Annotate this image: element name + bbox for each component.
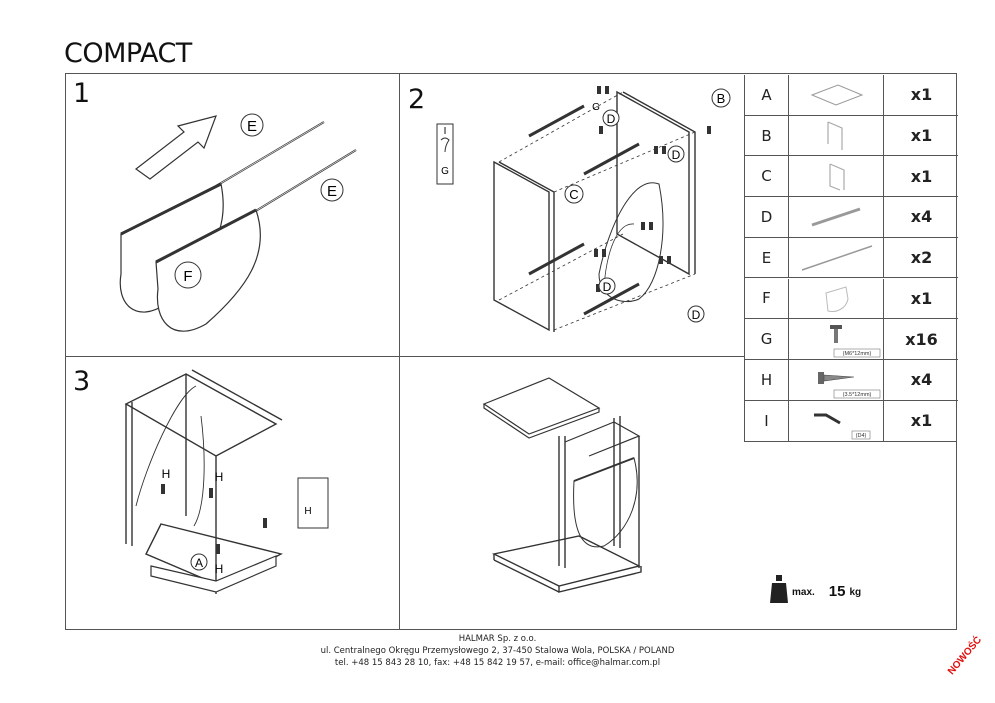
callout-c: C [569,187,578,202]
part-row-b: B x1 [745,115,958,157]
part-letter: H [745,359,789,400]
part-letter: A [745,75,789,115]
part-b-drawing [790,115,884,156]
callout-i: I [444,126,447,137]
step-number: 1 [73,78,91,109]
max-load-value: 15 [828,582,846,600]
part-letter: E [745,237,789,278]
part-letter: G [745,319,789,359]
part-h-spec: (3.5*12mm) [843,392,872,398]
part-i-spec: (D4) [856,433,867,439]
callout-d-1: D [607,112,616,126]
weight-icon [770,575,788,603]
part-quantity: x4 [910,370,933,390]
part-quantity: x16 [905,329,938,349]
step-2-panel: 2 I G [399,74,745,356]
callout-g-tool: G [441,166,449,177]
part-row-g: G (M6*12mm) x16 [745,319,958,360]
step-number: 3 [73,366,91,397]
part-letter: F [745,278,789,319]
part-i-drawing: (D4) [790,400,884,442]
part-letter: I [745,400,789,442]
callout-h-3: H [215,470,224,484]
part-row-a: A x1 [745,75,958,116]
max-load-label: max. [792,586,815,598]
step-3-illustration: H A H H H [124,369,329,594]
part-f-drawing [790,278,884,319]
callout-g-1: G [592,102,600,113]
part-quantity: x2 [910,248,933,268]
part-letter: B [745,115,789,156]
part-letter: C [745,156,789,197]
max-load-unit: kg [849,586,862,598]
footer-company: HALMAR Sp. z o.o. [458,634,537,644]
assembled-view-panel [399,356,745,631]
callout-d-3: D [603,280,612,294]
callout-h-1: H [215,562,224,576]
step-1-illustration: E E F [119,113,357,332]
part-h-drawing: (3.5*12mm) [790,359,884,400]
callout-d-2: D [672,148,681,162]
part-row-d: D x4 [745,197,958,238]
callout-a: A [195,556,203,570]
part-quantity: x1 [910,288,933,308]
callout-h-2: H [162,467,171,481]
part-quantity: x1 [910,85,933,105]
part-quantity: x4 [910,207,933,227]
part-letter: D [745,197,789,237]
assembled-table-illustration [482,377,642,593]
part-a-drawing [790,75,884,115]
part-quantity: x1 [910,166,933,186]
step-2-illustration: I G [436,86,731,332]
divider-horizontal [66,356,745,357]
part-row-i: I (D4) x1 [745,400,958,442]
step-1-panel: 1 E E F [66,74,399,356]
callout-e-2: E [327,183,337,200]
callout-h-tool: H [304,506,311,517]
parts-list-table: A x1 B x1 C x1 D x4 E x2 F [744,75,958,442]
instructions-frame: 1 E E F 2 I G [65,73,957,630]
part-row-e: E x2 [745,237,958,279]
document-title: COMPACT [64,38,192,69]
step-3-panel: 3 H [66,356,399,631]
step-number: 2 [408,84,426,115]
part-d-drawing [790,197,884,237]
part-c-drawing [790,156,884,197]
part-g-drawing: (M6*12mm) [790,319,884,359]
footer-contact: tel. +48 15 843 28 10, fax: +48 15 842 1… [334,658,661,668]
part-row-f: F x1 [745,278,958,320]
part-quantity: x1 [910,126,933,146]
part-g-spec: (M6*12mm) [843,351,872,357]
divider-vertical [399,74,400,629]
part-row-c: C x1 [745,156,958,198]
part-quantity: x1 [910,411,933,431]
callout-e-1: E [247,118,257,135]
part-row-h: H (3.5*12mm) x4 [745,359,958,401]
callout-f: F [183,268,192,285]
max-load: max. 15 kg [770,575,861,603]
callout-b: B [717,91,726,106]
footer-address: ul. Centralnego Okręgu Przemysłowego 2, … [320,646,675,656]
part-e-drawing [790,237,884,278]
callout-d-4: D [692,308,701,322]
